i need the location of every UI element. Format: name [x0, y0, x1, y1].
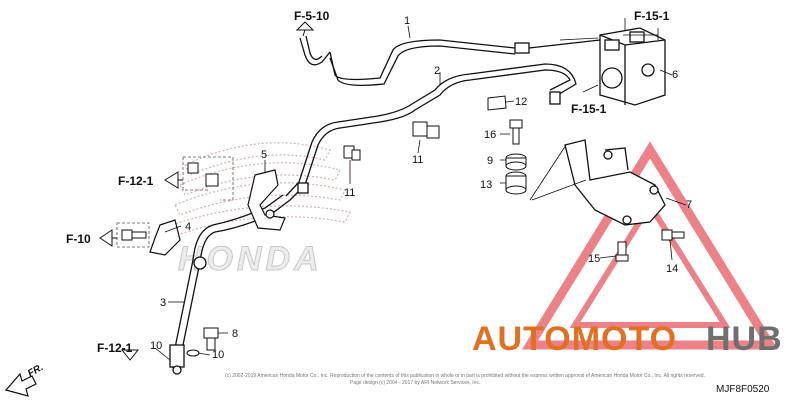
bolt-14	[661, 229, 685, 241]
ref-arrow-f510	[295, 21, 315, 37]
part-label-9: 9	[487, 155, 493, 167]
brake-pipe-1	[299, 35, 601, 86]
watermark-text-right: HUB	[706, 320, 783, 358]
bracket-5	[247, 169, 286, 231]
part-label-5: 5	[261, 149, 267, 161]
part-label-10-right: 10	[212, 349, 224, 361]
part-label-11-lower: 11	[344, 187, 355, 199]
rubber-mount-13	[505, 171, 527, 195]
dashed-box-f10	[116, 222, 150, 248]
leader-lines	[154, 18, 687, 361]
brake-pipe-2	[285, 63, 577, 201]
bracket-4	[149, 219, 181, 256]
front-direction-arrow-icon: FR.	[4, 362, 45, 397]
ref-label-f151-mid: F-15-1	[571, 102, 607, 116]
clamp-12	[487, 95, 507, 111]
watermark-text-left: AUTOMOTO	[472, 320, 677, 358]
watermark-triangle-icon	[521, 141, 779, 350]
ref-label-f151-top: F-15-1	[634, 9, 670, 23]
part-label-6: 6	[672, 69, 678, 81]
part-label-1: 1	[404, 15, 410, 27]
bracket-7	[564, 139, 666, 226]
ref-arrow-f121-left	[164, 171, 183, 189]
part-label-11-upper: 11	[412, 154, 423, 166]
part-label-16: 16	[484, 129, 496, 141]
ref-arrow-f121-bottom	[120, 349, 140, 361]
part-label-15: 15	[588, 253, 600, 265]
ref-label-f510: F-5-10	[294, 9, 330, 23]
honda-brand-text: HONDA	[178, 240, 323, 278]
grommet-9	[505, 153, 527, 171]
bolt-16	[509, 119, 523, 145]
part-label-4: 4	[185, 221, 191, 233]
part-label-3: 3	[160, 297, 166, 309]
part-label-7: 7	[686, 199, 692, 211]
copyright-line-2: Page design (c) 2004 - 2017 by ARI Netwo…	[350, 380, 480, 386]
bolt-f10	[121, 229, 147, 241]
clamp-11-lower	[343, 145, 361, 161]
clamp-11-upper	[412, 121, 440, 139]
part-label-10-left: 10	[150, 340, 162, 352]
part-label-2: 2	[434, 65, 440, 77]
ref-label-f121-bottom: F-12-1	[97, 341, 133, 355]
washer-10-right	[186, 349, 200, 357]
abs-modulator-6	[599, 27, 666, 106]
diagram-code: MJF8F0520	[716, 384, 770, 395]
ref-label-f10: F-10	[66, 232, 91, 246]
dashed-box-f121	[182, 156, 234, 201]
front-direction-label: FR.	[26, 362, 45, 380]
bolt-8	[203, 327, 219, 351]
part-label-14: 14	[666, 263, 678, 275]
part-label-13: 13	[480, 179, 492, 191]
bolt-15	[615, 241, 629, 262]
ref-label-f121-left: F-12-1	[118, 174, 154, 188]
part-label-12: 12	[515, 96, 527, 108]
part-label-8: 8	[232, 328, 238, 340]
ref-arrow-f10	[99, 229, 117, 247]
copyright-line-1: (c) 2002-2019 American Honda Motor Co., …	[225, 373, 705, 379]
